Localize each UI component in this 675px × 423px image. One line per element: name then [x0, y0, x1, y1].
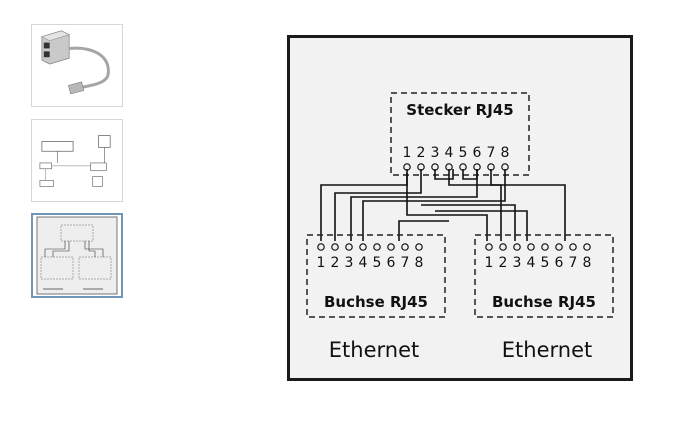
plug-pins-pin-2: 2: [417, 145, 426, 161]
left-pins-pin-3: 3: [345, 255, 354, 271]
wiring-diagram-thumb-image: [33, 215, 121, 296]
right-pins-pin-contact-6: [555, 243, 563, 251]
left-pins-pin-8: 8: [415, 255, 424, 271]
left-socket-label: Buchse RJ45: [324, 293, 428, 311]
diagram-frame: [287, 35, 633, 381]
left-pins-pin-5: 5: [373, 255, 382, 271]
right-pins-pin-6: 6: [555, 255, 564, 271]
left-pins-pin-1: 1: [317, 255, 326, 271]
right-pins-pin-4: 4: [527, 255, 536, 271]
right-pins-pin-8: 8: [583, 255, 592, 271]
left-pins-pin-contact-2: [331, 243, 339, 251]
right-pins-pin-1: 1: [485, 255, 494, 271]
left-pins-pin-contact-8: [415, 243, 423, 251]
right-pins-pin-5: 5: [541, 255, 550, 271]
plug-pins-pin-6: 6: [473, 145, 482, 161]
adapter-photo-image: [32, 25, 122, 106]
plug-pins-pin-3: 3: [431, 145, 440, 161]
left-pins-pin-contact-3: [345, 243, 353, 251]
right-pins-pin-contact-5: [541, 243, 549, 251]
right-pins-pin-2: 2: [499, 255, 508, 271]
left-pins-pin-4: 4: [359, 255, 368, 271]
network-diagram-image: [32, 120, 122, 201]
thumbnail-network-diagram[interactable]: [31, 119, 123, 202]
thumbnail-adapter-photo[interactable]: [31, 24, 123, 107]
right-pins-pin-contact-2: [499, 243, 507, 251]
left-pins-pin-6: 6: [387, 255, 396, 271]
right-pins-pin-contact-7: [569, 243, 577, 251]
left-pins-pin-contact-1: [317, 243, 325, 251]
left-pins-pin-contact-7: [401, 243, 409, 251]
right-pins-pin-contact-3: [513, 243, 521, 251]
right-pins-pin-3: 3: [513, 255, 522, 271]
left-pins-pin-contact-4: [359, 243, 367, 251]
right-socket-label: Buchse RJ45: [492, 293, 596, 311]
plug-pins-pin-5: 5: [459, 145, 468, 161]
plug-pins-pin-8: 8: [501, 145, 510, 161]
left-pins-pin-contact-6: [387, 243, 395, 251]
thumbnail-wiring-diagram[interactable]: [31, 213, 123, 298]
plug-pins-pin-1: 1: [403, 145, 412, 161]
right-network-label: Ethernet: [502, 338, 592, 362]
plug-pins-pin-4: 4: [445, 145, 454, 161]
right-pins-pin-contact-4: [527, 243, 535, 251]
plug-pins-pin-7: 7: [487, 145, 496, 161]
plug-label: Stecker RJ45: [406, 101, 513, 119]
right-pins-pin-7: 7: [569, 255, 578, 271]
right-pins-pin-contact-8: [583, 243, 591, 251]
left-network-label: Ethernet: [329, 338, 419, 362]
right-pins-pin-contact-1: [485, 243, 493, 251]
left-pins-pin-contact-5: [373, 243, 381, 251]
left-pins-pin-2: 2: [331, 255, 340, 271]
left-pins-pin-7: 7: [401, 255, 410, 271]
